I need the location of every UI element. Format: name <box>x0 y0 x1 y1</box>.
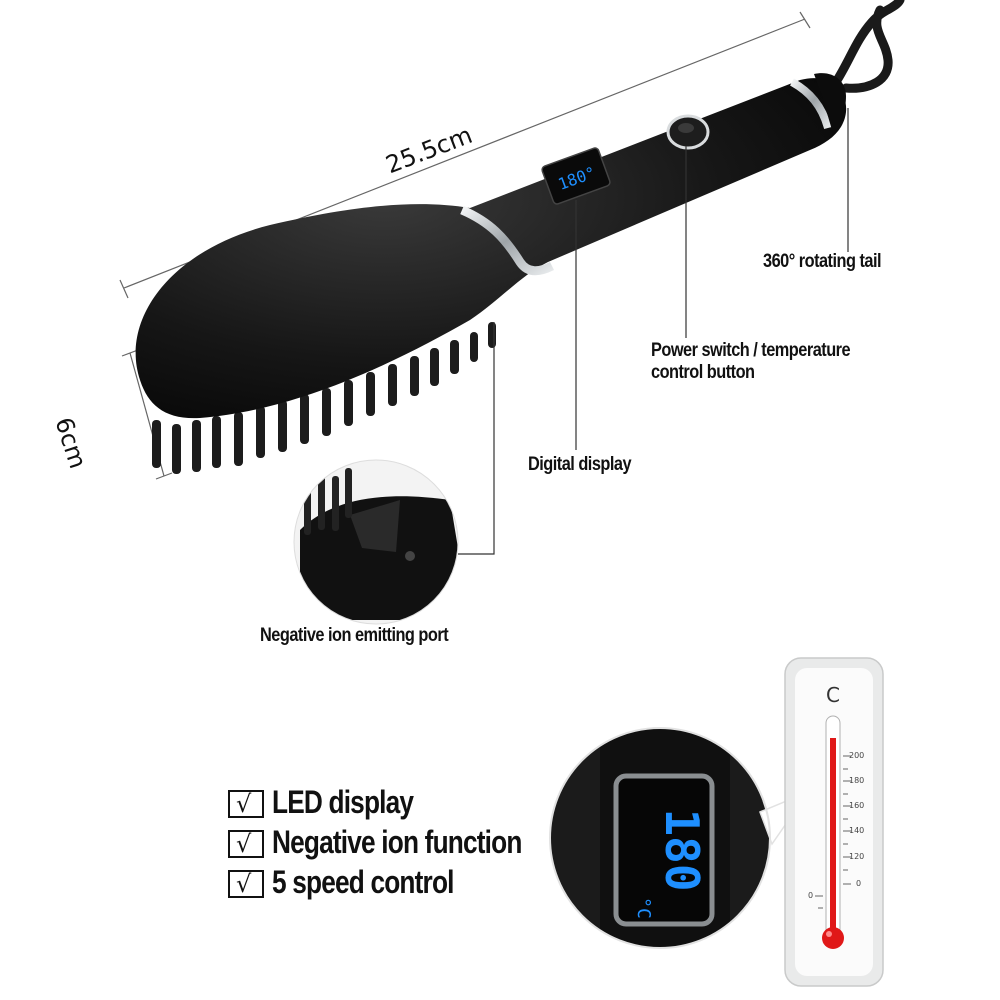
rotating-tail-label: 360° rotating tail <box>763 251 882 272</box>
feature-text: Negative ion function <box>272 824 522 860</box>
check-icon: √ <box>228 830 264 858</box>
ion-port-label: Negative ion emitting port <box>260 625 449 646</box>
ion-port-zoom <box>293 459 459 625</box>
display-zoom: 180 °C <box>549 727 811 949</box>
thermometer: C 200 180 160 140 120 0 0 <box>784 657 884 987</box>
thermo-tick-0-right: 0 <box>856 879 861 888</box>
tail-end <box>814 73 846 130</box>
brush-body <box>135 78 847 419</box>
thermo-tick-0-left: 0 <box>808 891 813 900</box>
power-button-label-line1: Power switch / temperature <box>651 340 851 361</box>
thermo-tick-120: 120 <box>849 852 864 861</box>
mercury-bulb <box>822 927 844 949</box>
power-button-label-line2: control button <box>651 362 755 383</box>
thermo-tick-160: 160 <box>849 801 864 810</box>
zoom-display-unit: °C <box>633 897 654 919</box>
power-button <box>666 114 710 150</box>
chrome-ring-tail <box>789 78 832 130</box>
zoom-display-reading: 180 <box>655 808 709 891</box>
thermo-tick-200: 200 <box>849 751 864 760</box>
feature-text: 5 speed control <box>272 864 454 900</box>
handle-display: 180° <box>541 147 611 205</box>
chrome-ring-front <box>460 205 555 276</box>
digital-display-label: Digital display <box>528 454 632 475</box>
callout-lines <box>458 108 849 555</box>
thermo-tick-180: 180 <box>849 776 864 785</box>
thermo-tick-140: 140 <box>849 826 864 835</box>
bristles <box>152 322 496 474</box>
check-icon: √ <box>228 790 264 818</box>
power-cord <box>831 0 905 93</box>
thermometer-unit: C <box>826 683 840 707</box>
feature-text: LED display <box>272 784 414 820</box>
mercury-column <box>830 738 836 938</box>
check-icon: √ <box>228 870 264 898</box>
